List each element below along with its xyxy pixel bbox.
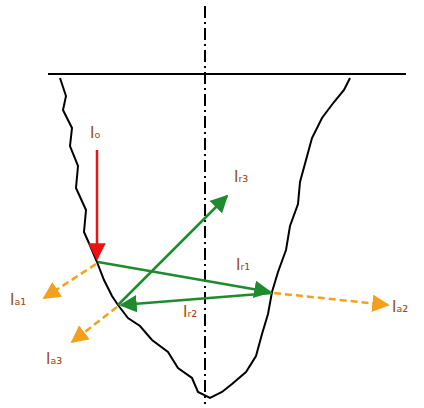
absorbed-ray	[72, 307, 117, 342]
ray-label: Iᵣ₃	[234, 170, 248, 185]
ray-label: Iₒ	[90, 126, 101, 141]
ray-label: Iₐ₁	[10, 293, 26, 308]
cavity-outline	[60, 78, 350, 398]
reflected-ray	[121, 293, 272, 305]
reflected-ray	[118, 196, 227, 305]
ray-label: Iᵣ₁	[236, 258, 250, 273]
incident-ray	[96, 150, 99, 259]
axis-line	[204, 6, 206, 404]
ray-label: Iₐ₃	[46, 352, 62, 367]
surface-line	[48, 73, 406, 75]
ray-label: Iₐ₂	[392, 300, 408, 315]
absorbed-ray	[44, 264, 96, 298]
absorbed-ray	[274, 293, 388, 305]
ray-label: Iᵣ₂	[183, 305, 197, 320]
